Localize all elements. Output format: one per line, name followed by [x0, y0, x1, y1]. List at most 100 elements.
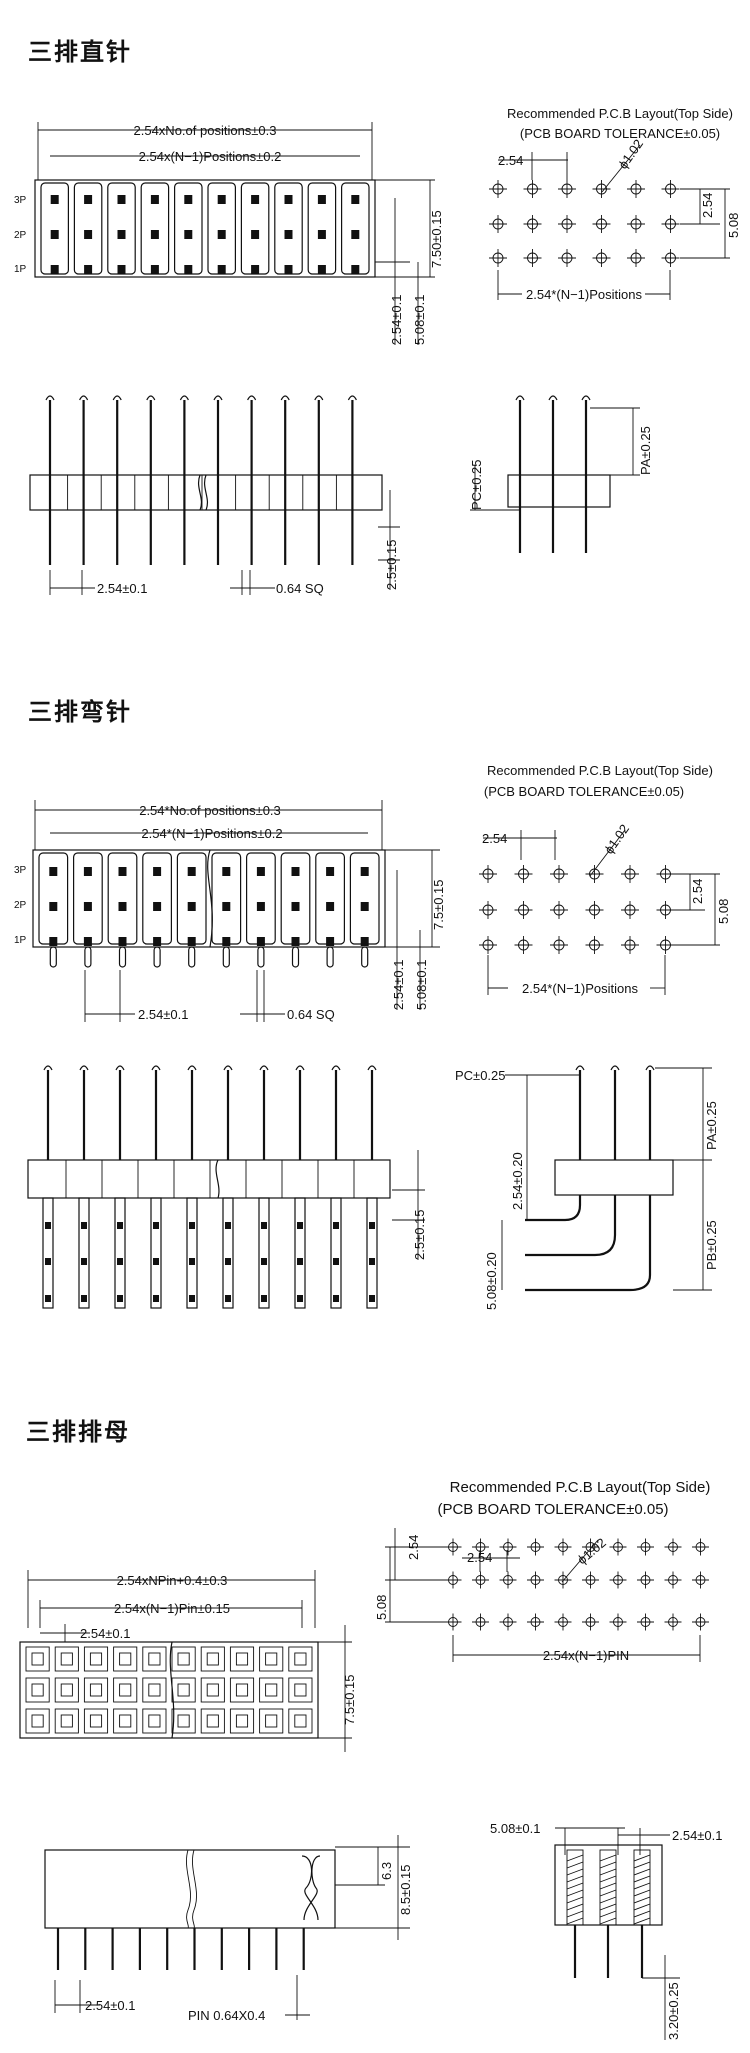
- tail-mark: [225, 1295, 231, 1302]
- overall-label: 2.54xNo.of positions±0.3: [134, 123, 277, 138]
- header-front-view: [29, 395, 383, 565]
- hatch-line: [599, 1861, 617, 1869]
- pin-tail: [153, 946, 161, 968]
- insulator-body: [27, 1159, 391, 1199]
- socket-cell: [200, 1677, 225, 1703]
- tail-mark: [261, 1222, 267, 1229]
- height-label: 7.5±0.15: [431, 879, 446, 930]
- pin-square: [217, 195, 226, 204]
- break-line: [207, 849, 213, 948]
- socket-cell: [229, 1708, 255, 1734]
- pin-square: [184, 230, 193, 239]
- tail-mark: [153, 1222, 159, 1229]
- layout-v1-label: 2.54: [406, 1535, 421, 1560]
- layout-tolerance: (PCB BOARD TOLERANCE±0.05): [437, 1501, 668, 1518]
- pa-label: PA±0.25: [704, 1101, 719, 1150]
- tail-label: 2.5±0.15: [412, 1209, 427, 1260]
- pin-square: [291, 867, 300, 876]
- row-pitch-b-label: 5.08±0.1: [414, 959, 429, 1010]
- female-top-view: [19, 1641, 319, 1739]
- pin-square: [222, 867, 231, 876]
- pitch-bottom-label: 2.54±0.1: [138, 1007, 189, 1022]
- socket-cell: [83, 1646, 109, 1672]
- pin-square: [351, 265, 360, 274]
- hatch-line: [566, 1868, 584, 1876]
- pin-square: [217, 230, 226, 239]
- socket-hole: [294, 1652, 307, 1666]
- tail-mark: [117, 1258, 123, 1265]
- pin-square: [326, 867, 335, 876]
- socket-cell: [54, 1677, 79, 1703]
- socket-cell: [288, 1677, 313, 1703]
- socket-cell: [54, 1646, 79, 1672]
- pin-tip: [179, 395, 189, 401]
- hatch-line: [599, 1889, 617, 1897]
- end-b-label: 2.54±0.1: [672, 1828, 723, 1843]
- header-front-view: [27, 1065, 391, 1309]
- pin-square: [184, 265, 193, 274]
- pin-square: [284, 230, 293, 239]
- pin-tail: [49, 946, 57, 968]
- socket-cell: [259, 1646, 284, 1672]
- dim-pitch-span: 2.54*(N−1)Positions±0.2: [50, 826, 368, 841]
- tail-mark: [261, 1295, 267, 1302]
- side-b-label: 5.08±0.20: [484, 1252, 499, 1310]
- socket-cell: [229, 1677, 255, 1703]
- pin-tail: [330, 1197, 342, 1309]
- hatch-line: [566, 1910, 584, 1918]
- socket-cell: [113, 1708, 138, 1734]
- socket-hole: [148, 1714, 161, 1728]
- layout-hole-label: ϕ1.02: [574, 1535, 609, 1567]
- pitch-span-label: 2.54x(N−1)Positions±0.2: [139, 149, 282, 164]
- bent-pin-drawing: Recommended P.C.B Layout(Top Side) (PCB …: [14, 763, 731, 1310]
- row-3p-label: 3P: [14, 865, 27, 876]
- pitch-span-label: 2.54*(N−1)Positions±0.2: [141, 826, 282, 841]
- pin-square: [184, 195, 193, 204]
- socket-hole: [206, 1683, 219, 1697]
- pin-square: [117, 230, 126, 239]
- pin-slot: [211, 852, 242, 945]
- tail-mark: [153, 1295, 159, 1302]
- tail-mark: [45, 1222, 51, 1229]
- side-h2-label: 8.5±0.15: [398, 1864, 413, 1915]
- section-title: 三排直针: [28, 38, 132, 66]
- overall-label: 2.54xNPin+0.4±0.3: [117, 1573, 228, 1588]
- pin-square: [118, 867, 127, 876]
- pin-square: [222, 937, 231, 946]
- pin-tip: [79, 395, 89, 401]
- break-line: [197, 474, 203, 511]
- end-a-label: 5.08±0.1: [490, 1821, 541, 1836]
- layout-span-label: 2.54*(N−1)Positions: [526, 287, 642, 302]
- pin-square: [83, 867, 92, 876]
- pin-tail: [222, 946, 230, 968]
- socket-hole: [60, 1652, 73, 1666]
- pb-label: PB±0.25: [704, 1220, 719, 1270]
- pitch-span-label: 2.54x(N−1)Pin±0.15: [114, 1601, 230, 1616]
- pin-tail: [118, 946, 127, 968]
- pin-square: [351, 195, 360, 204]
- layout-v1-label: 2.54: [700, 193, 715, 218]
- pin-square: [50, 230, 59, 239]
- pin-slot: [280, 852, 311, 945]
- hatch-line: [633, 1882, 651, 1890]
- pin-square: [153, 867, 162, 876]
- hatch-line: [599, 1882, 617, 1890]
- socket-hole: [265, 1652, 278, 1666]
- pitch-bottom-label: 2.54±0.1: [85, 1998, 136, 2013]
- pin-square: [360, 867, 369, 876]
- pin-slot: [315, 852, 345, 945]
- pin-square: [317, 265, 326, 274]
- socket-cell: [142, 1708, 167, 1734]
- socket-hole: [206, 1714, 219, 1728]
- layout-tolerance: (PCB BOARD TOLERANCE±0.05): [484, 784, 684, 799]
- tail-mark: [369, 1258, 375, 1265]
- socket-cell: [171, 1708, 196, 1734]
- tail-mark: [117, 1295, 123, 1302]
- section-title: 三排排母: [26, 1418, 130, 1446]
- pin-square: [84, 195, 93, 204]
- socket-hole: [60, 1714, 73, 1728]
- hatch-line: [566, 1875, 584, 1883]
- pin-square: [49, 867, 58, 876]
- pin-slot: [107, 852, 138, 945]
- section-straight-pin: 三排直针 2.54xNo.of positions±0.3 2.54x(N−1)…: [0, 0, 750, 640]
